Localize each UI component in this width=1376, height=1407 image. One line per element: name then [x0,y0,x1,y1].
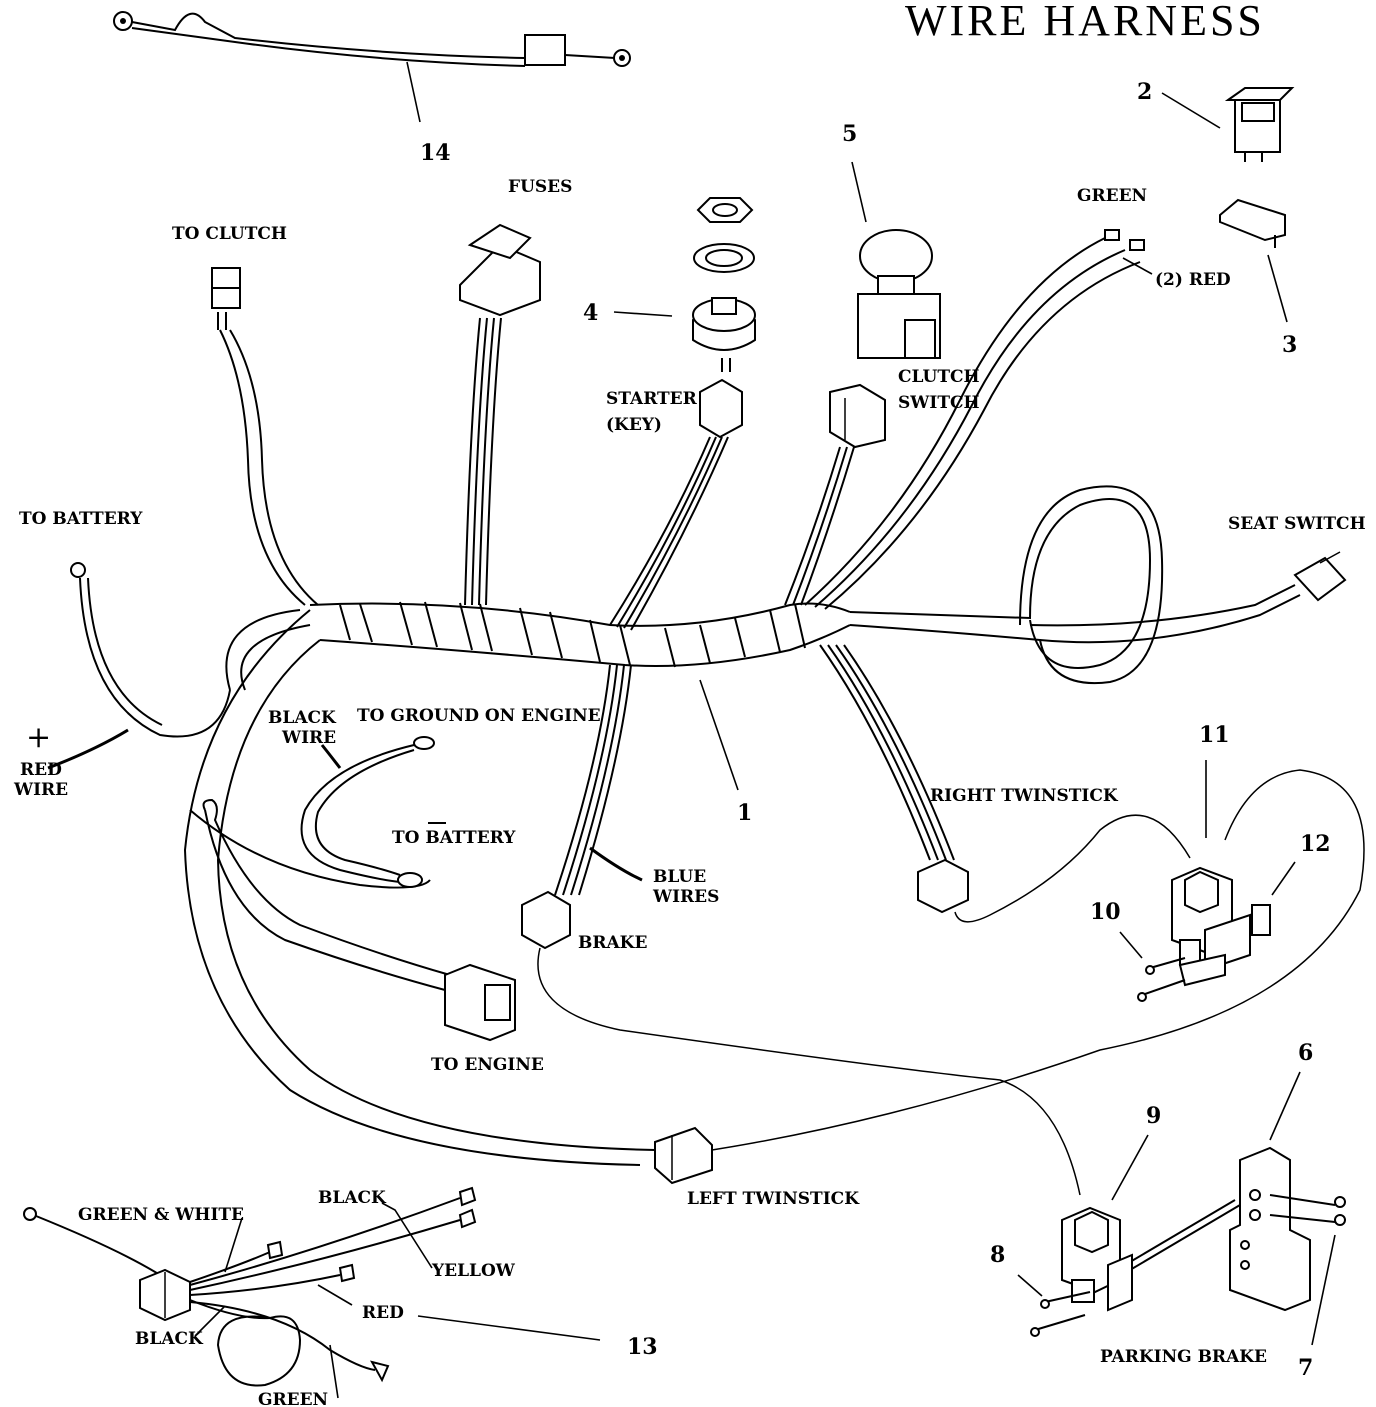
part-number-13: 13 [627,1334,658,1360]
green-and-white-label: GREEN & WHITE [78,1205,244,1225]
yellow-label: YELLOW [431,1261,516,1281]
parking-brake-label: PARKING BRAKE [1100,1347,1267,1367]
brake-branch [521,664,1081,1196]
left-twinstick-branch [183,609,1365,1185]
clutch-switch-branch [784,383,886,606]
to-clutch-label: TO CLUTCH [172,224,287,244]
diagram-title: WIRE HARNESS [905,0,1265,45]
seat-switch-branch [849,485,1347,684]
red-leader [1122,257,1153,275]
screws-part-8 [1017,1274,1091,1337]
seat-switch-label: SEAT SWITCH [1228,514,1366,534]
switch-label: SWITCH [898,393,980,413]
seat-interlock-switch-part-11 [1171,760,1251,987]
hour-meter-part-2 [1161,87,1295,162]
hour-meter-bezel-part-3 [1219,198,1288,323]
to-engine-label: TO ENGINE [431,1055,544,1075]
part-number-5: 5 [842,121,857,147]
part-number-1: 1 [737,800,752,826]
black-wire-label-black: BLACK [268,708,337,728]
clutch-label: CLUTCH [898,367,980,387]
right-twinstick-branch [819,644,1191,923]
fuses-branch [459,223,541,606]
part-number-7: 7 [1298,1355,1313,1381]
black-wire-label-wire: WIRE [281,728,336,748]
nuts-part-7 [1311,1196,1346,1346]
part-number-3: 3 [1282,332,1297,358]
part-number-2: 2 [1137,79,1152,105]
to-engine-branch [189,798,516,1042]
blue-label: BLUE [653,867,706,887]
to-battery-label: TO BATTERY [19,509,143,529]
red-wire-label-wire: WIRE [13,780,68,800]
part-number-9: 9 [1146,1103,1161,1129]
part-number-4: 4 [583,300,598,326]
starter-key-label: (KEY) [606,415,662,435]
battery-cable-with-fuse-part-14 [113,11,631,123]
left-twinstick-label: LEFT TWINSTICK [687,1189,860,1209]
parking-brake-bracket-part-6 [1129,1071,1336,1312]
red-wire-label-red: RED [20,760,62,780]
green-red-wires-branch [804,229,1145,610]
to-ground-on-engine-label: TO GROUND ON ENGINE [357,706,601,726]
part-number-14: 14 [420,140,451,166]
green-label: GREEN [1077,186,1147,206]
clutch-switch-part-5 [851,161,941,359]
part-number-6: 6 [1298,1040,1313,1066]
parking-brake-switch-part-9 [1061,1134,1149,1312]
engine-pigtail-harness-part-13 [23,1186,601,1399]
to-negative-battery-label: TO BATTERY [392,828,516,848]
part-number-10: 10 [1090,899,1121,925]
two-red-label: (2) RED [1155,270,1231,290]
brake-label: BRAKE [578,933,647,953]
starter-key-switch-part-4 [613,197,756,372]
part-number-11: 11 [1199,722,1230,748]
main-harness-trunk-part-1 [309,601,851,791]
part-number-12: 12 [1300,831,1331,857]
black-label-13b: BLACK [135,1329,204,1349]
wires-label: WIRES [652,887,719,907]
ground-black-wire [300,736,435,888]
starter-label: STARTER [606,389,698,409]
to-clutch-branch [211,267,319,606]
red-label-13: RED [362,1303,404,1323]
starter-branch [609,378,743,631]
positive-battery-red-wire [47,562,311,770]
black-label-13a: BLACK [318,1188,387,1208]
screws-part-10 [1119,931,1186,1002]
part-number-8: 8 [990,1242,1005,1268]
green-label-13: GREEN [258,1390,328,1407]
right-twinstick-label: RIGHT TWINSTICK [930,786,1119,806]
plus-sign: + [26,720,51,755]
spacer-part-12 [1251,861,1296,936]
fuses-label: FUSES [508,177,572,197]
